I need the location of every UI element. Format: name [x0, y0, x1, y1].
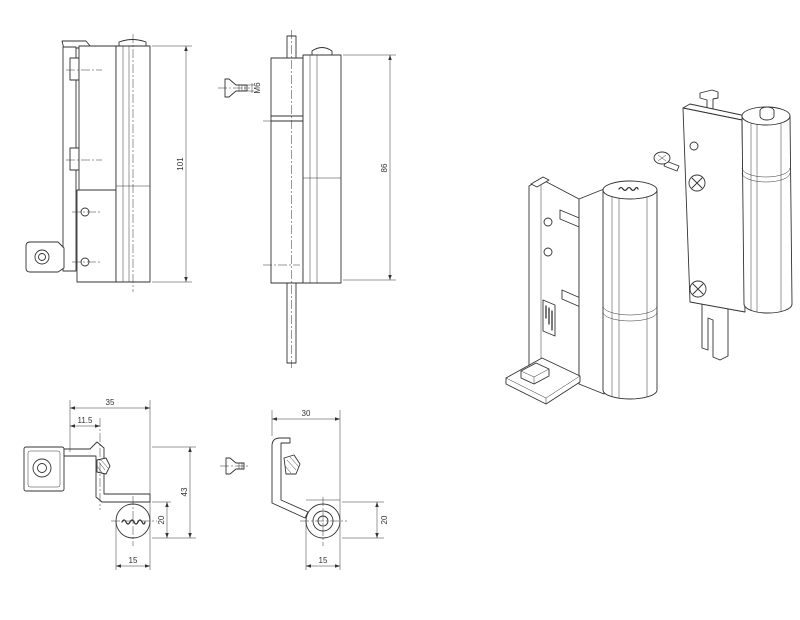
sash-plate-upper-hole [543, 217, 553, 227]
sash-plate-lower-hole [543, 247, 553, 257]
sash-plate-label-sticker [542, 299, 556, 337]
frame-leaf [682, 107, 746, 313]
dimension-label-barrel-width: 15 [319, 556, 328, 565]
front-view-barrel [302, 54, 342, 284]
sash-barrel-width-dimension: 15 [115, 521, 150, 570]
sash-barrel-shading [611, 197, 648, 398]
pivot-bracket-inner-edge [27, 450, 61, 488]
side-view-lower-leaf [76, 189, 117, 283]
fixing-screw-head [96, 457, 111, 475]
sash-barrel-logo-mark [618, 186, 639, 192]
sash-barrel-depth-dimension: 20 [152, 501, 171, 538]
side-view-upper-leaf [78, 45, 117, 191]
sash-barrel-joint [602, 305, 658, 322]
dimension-extension-lines [69, 400, 151, 570]
side-view-centerlines [66, 34, 134, 292]
sash-base-pad [505, 357, 581, 405]
frame-screw-hatch [284, 456, 300, 474]
label-sticker-lettering-mark [545, 305, 553, 331]
frame-barrel-depth-dimension: 20 [342, 501, 389, 539]
side-view-upper-notch [69, 57, 80, 81]
front-view-upper-leaf [270, 57, 304, 117]
loose-screw-shank [663, 160, 680, 172]
frame-barrel-shading [750, 123, 782, 312]
dimension-label-height: 101 [176, 157, 185, 171]
side-view [25, 34, 151, 292]
front-view-centerlines [263, 30, 300, 368]
top-view-pivot-bracket [23, 446, 65, 492]
front-view-barrel-cap [311, 47, 333, 56]
dimension-extension-lines [271, 410, 341, 570]
dimension-extension-lines [342, 501, 384, 539]
top-view-centerlines [99, 418, 157, 546]
loose-screw-3d [653, 151, 680, 172]
top-view-frame-screw [283, 454, 301, 475]
sash-depth-dimension: 43 [152, 446, 196, 539]
dimension-extension-lines [343, 54, 396, 281]
top-view-frame-leaf [271, 437, 309, 519]
front-view-height-dimension: 86 [343, 54, 396, 281]
front-view [263, 30, 342, 368]
frame-top-view-centerlines [300, 497, 347, 546]
frame-barrel-width-dimension: 15 [305, 521, 340, 570]
front-view-barrel-shading [303, 55, 341, 283]
frame-barrel-joint [741, 167, 791, 183]
frame-part-3d [682, 89, 793, 361]
frame-rail-bottom [701, 299, 729, 361]
small-screw-detail [220, 457, 249, 475]
top-view-sash-part [23, 418, 157, 546]
dimension-label-barrel-depth: 20 [380, 515, 389, 524]
upper-screw-cross-recess [691, 177, 703, 189]
pivot-bracket-hole [37, 463, 47, 473]
sash-leaf [578, 188, 605, 395]
pivot-block-edges [520, 368, 550, 384]
dimension-label-width: 30 [302, 409, 311, 418]
frame-lower-screw-head [689, 280, 707, 298]
dimension-label-height: 86 [380, 163, 389, 172]
dimension-label-offset: 11.5 [78, 416, 94, 425]
top-view-fixing-screw [96, 457, 111, 475]
frame-upper-screw-head [688, 174, 706, 192]
loose-screw-cross-recess [657, 154, 667, 162]
frame-barrel-cap [759, 106, 775, 121]
side-view-height-dimension: 101 [152, 45, 192, 283]
base-pad-edges [505, 375, 581, 404]
side-view-lower-notch [69, 147, 80, 171]
screw-thread-dimension [247, 83, 254, 93]
sash-barrel-top [602, 180, 658, 200]
pivot-bracket-ring [32, 458, 52, 478]
sash-part-3d [505, 176, 658, 405]
sash-barrel [602, 189, 658, 400]
sash-axis-offset-dimension: 11.5 [70, 416, 100, 428]
frame-screw-head [283, 454, 301, 475]
front-view-leaf-band [270, 115, 304, 122]
barrel-logo-mark [121, 519, 146, 525]
lower-screw-cross-recess [692, 283, 704, 295]
sash-mounting-plate [528, 178, 580, 389]
side-view-pivot-bracket [25, 241, 65, 273]
sash-plate-top-tab [530, 176, 550, 188]
mounting-screw-detail: M6 [218, 78, 262, 98]
screw-thread-label: M6 [253, 82, 262, 94]
front-view-lower-leaf [270, 120, 304, 284]
frame-leaf-hole [689, 141, 699, 151]
dimension-label-barrel-width: 15 [129, 556, 138, 565]
dimension-label-depth: 43 [180, 487, 189, 496]
top-view-frame-part [271, 437, 347, 546]
sash-pivot-block [520, 362, 550, 385]
frame-barrel [741, 115, 793, 314]
dimension-label-barrel-depth: 20 [157, 515, 166, 524]
side-view-barrel-cap [118, 39, 147, 47]
pivot-bracket-outer-ring [34, 249, 50, 265]
frame-width-dimension: 30 [271, 409, 341, 570]
pivot-bracket-hole [38, 253, 46, 261]
dimension-label-width: 35 [106, 398, 115, 407]
